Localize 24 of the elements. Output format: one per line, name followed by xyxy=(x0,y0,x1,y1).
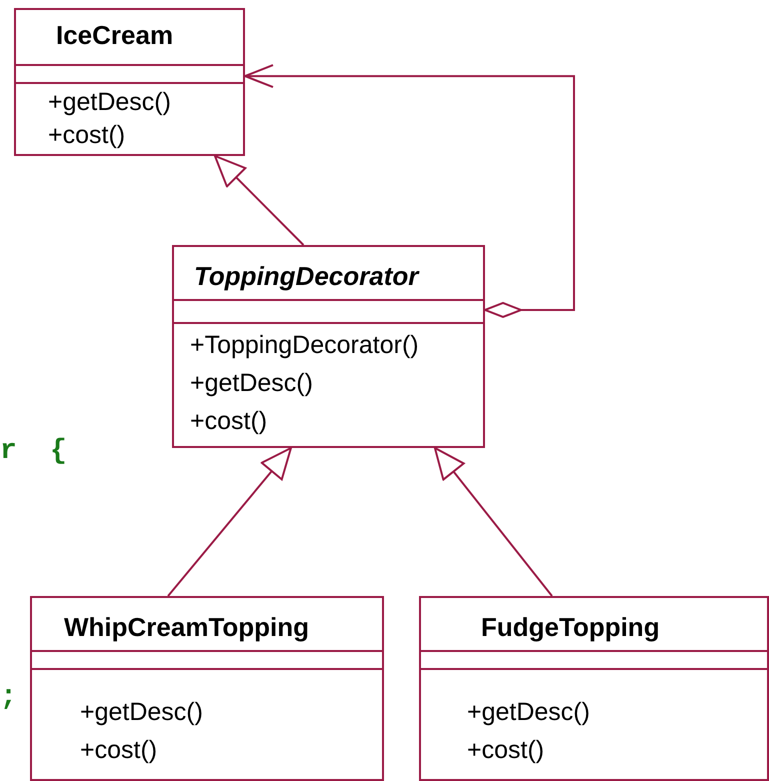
class-box xyxy=(419,596,769,781)
method-name: +cost() xyxy=(80,736,158,765)
class-name: IceCream xyxy=(56,20,174,51)
code-fragment: ; xyxy=(0,682,17,713)
code-fragment: { xyxy=(50,436,67,467)
inheritance-arrow xyxy=(434,447,553,597)
class-box xyxy=(172,245,485,448)
class-name: FudgeTopping xyxy=(481,612,660,643)
method-name: +cost() xyxy=(467,736,544,765)
inheritance-arrow xyxy=(167,447,292,597)
class-box xyxy=(14,8,245,156)
class-name: ToppingDecorator xyxy=(194,261,418,292)
method-name: +cost() xyxy=(48,121,126,150)
code-fragment: r xyxy=(0,436,17,467)
method-name: +ToppingDecorator() xyxy=(190,331,419,360)
class-box xyxy=(30,596,384,781)
method-name: +getDesc() xyxy=(467,698,590,727)
inheritance-arrow xyxy=(214,155,304,246)
aggregation-arrow xyxy=(244,64,575,318)
class-name: WhipCreamTopping xyxy=(64,612,310,643)
method-name: +getDesc() xyxy=(190,369,313,398)
method-name: +getDesc() xyxy=(48,88,171,117)
method-name: +getDesc() xyxy=(80,698,203,727)
method-name: +cost() xyxy=(190,407,268,436)
